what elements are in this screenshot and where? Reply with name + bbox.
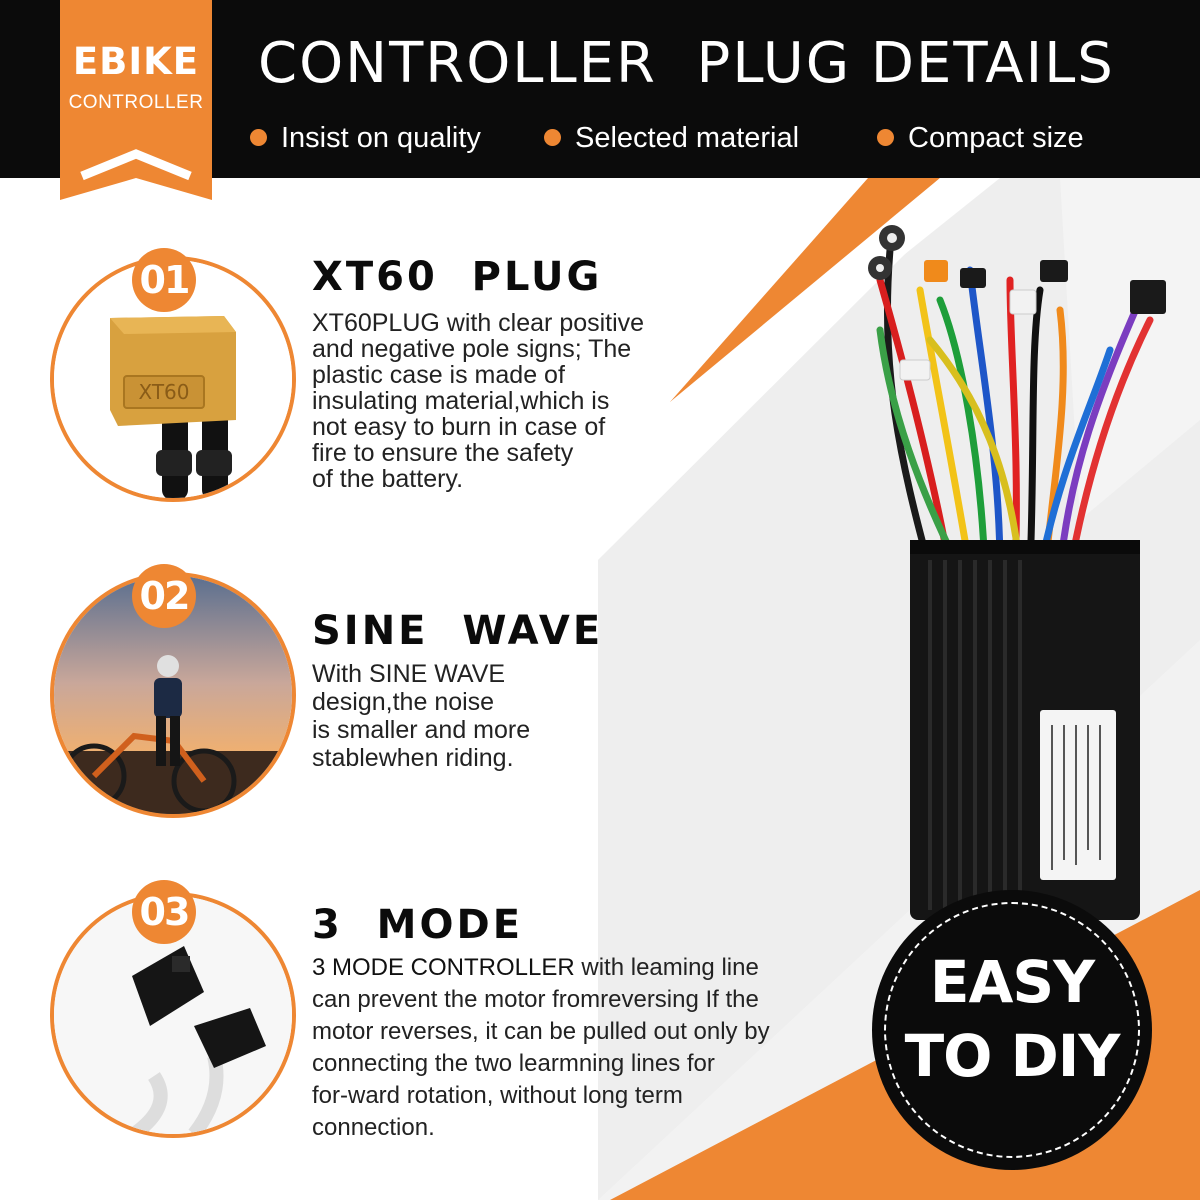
bullet-dot (250, 128, 267, 146)
description-line: With SINE WAVE (312, 660, 506, 688)
description-line: of the battery. (312, 465, 464, 493)
diy-line-1: EASY (929, 948, 1095, 1016)
description-line: not easy to burn in case of (312, 413, 606, 441)
section-number-01: 01 (132, 248, 196, 312)
chevron-up-icon (60, 149, 212, 200)
section-number-02: 02 (132, 564, 196, 628)
feature-material: Selected material (544, 122, 799, 155)
section-description-3-mode: 3 MODE CONTROLLER with leaming line can … (312, 952, 770, 1144)
description-line: plastic case is made of (312, 361, 565, 389)
feature-label: Selected material (575, 122, 800, 154)
dashed-ring (884, 902, 1140, 1158)
feature-quality: Insist on quality (250, 122, 481, 155)
brand-subtitle: CONTROLLER (68, 92, 204, 113)
description-line: is smaller and more (312, 716, 531, 744)
description-line: fire to ensure the safety (312, 439, 574, 467)
controller-product-image (868, 225, 1166, 920)
page-title: CONTROLLER PLUG DETAILS (258, 31, 1115, 96)
description-line: connection. (312, 1114, 435, 1141)
description-line: and negative pole signs; The (312, 335, 632, 363)
description-line: stablewhen riding. (312, 744, 514, 772)
section-description-xt60: XT60PLUG with clear positive and negativ… (312, 310, 644, 492)
feature-label: Insist on quality (281, 122, 481, 154)
feature-label: Compact size (908, 122, 1084, 154)
section-title-xt60: XT60 PLUG (312, 254, 603, 300)
description-line: for-ward rotation, without long term (312, 1082, 683, 1109)
section-description-sine-wave: With SINE WAVE design,the noise is small… (312, 660, 530, 772)
description-lead: 3 MODE CONTROLLER (312, 954, 575, 981)
description-line: motor reverses, it can be pulled out onl… (312, 1018, 770, 1045)
easy-to-diy-badge: EASY TO DIY (872, 890, 1152, 1170)
description-line: design,the noise (312, 688, 495, 716)
bullet-dot (877, 128, 894, 146)
description-line: can prevent the motor fromreversing If t… (312, 986, 759, 1013)
section-title-sine-wave: SINE WAVE (312, 608, 604, 654)
description-line: with leaming line (574, 954, 759, 981)
description-line: connecting the two learmning lines for (312, 1050, 715, 1077)
diy-line-2: TO DIY (904, 1022, 1121, 1090)
brand-title: EBIKE (72, 40, 200, 83)
brand-badge: EBIKE CONTROLLER (60, 0, 212, 200)
description-line: XT60PLUG with clear positive (312, 309, 645, 337)
connector-plug-image (50, 892, 296, 1138)
section-title-3-mode: 3 MODE (312, 902, 524, 948)
feature-size: Compact size (877, 122, 1084, 155)
description-line: insulating material,which is (312, 387, 610, 415)
bullet-dot (544, 128, 561, 146)
xt60-label: XT60 (138, 380, 189, 404)
section-number-03: 03 (132, 880, 196, 944)
